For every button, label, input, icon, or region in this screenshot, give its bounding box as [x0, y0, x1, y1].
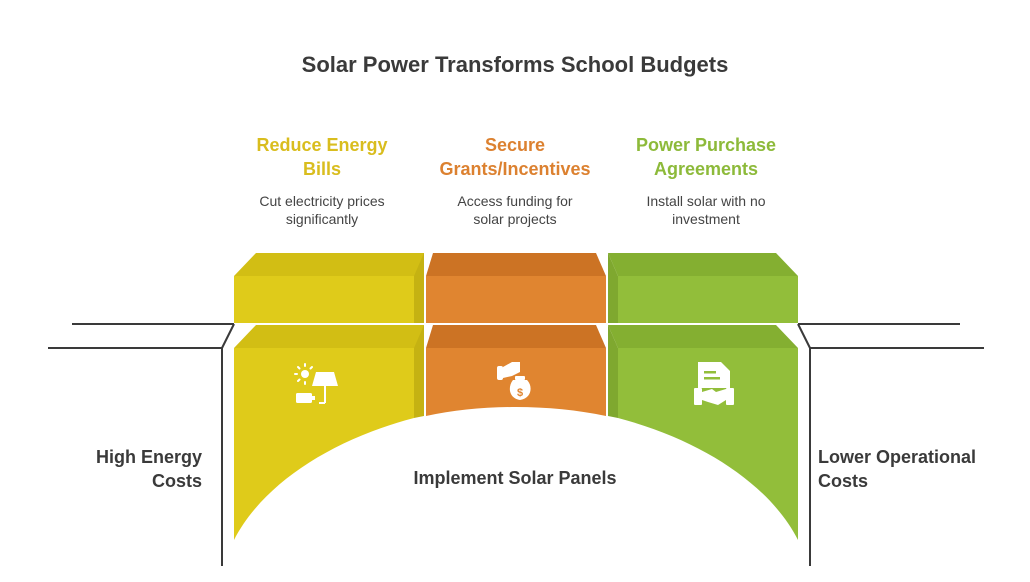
desc-line-2: solar projects	[473, 211, 557, 227]
left-ground-lines	[48, 323, 235, 566]
label-line-2: Costs	[818, 471, 869, 491]
top-block-yellow	[234, 253, 424, 323]
top-block-orange	[426, 253, 606, 323]
top-block-green	[608, 253, 798, 323]
power-purchase-description: Install solar with no investment	[606, 192, 806, 228]
label-line-2: Costs	[151, 471, 202, 491]
dollar-sign: $	[517, 387, 523, 399]
desc-line-2: significantly	[285, 211, 359, 227]
lower-operational-costs-label: Lower Operational Costs	[818, 445, 976, 493]
desc-line-1: Install solar with no	[646, 193, 766, 209]
secure-grants-description: Access funding for solar projects	[415, 192, 615, 228]
heading-line-1: Secure	[484, 135, 546, 155]
solar-panel-battery-icon	[294, 363, 338, 404]
desc-line-1: Cut electricity prices	[259, 193, 385, 209]
secure-grants-heading: Secure Grants/Incentives	[415, 133, 615, 181]
reduce-energy-bills-description: Cut electricity prices significantly	[222, 192, 422, 228]
desc-line-1: Access funding for	[457, 193, 573, 209]
heading-line-1: Reduce Energy	[256, 135, 388, 155]
heading-line-2: Bills	[302, 159, 341, 179]
right-ground-lines	[797, 323, 984, 566]
label-line-1: High Energy	[95, 447, 202, 467]
label-line-1: Lower Operational	[818, 447, 977, 467]
arch-block-yellow	[234, 325, 424, 540]
reduce-energy-bills-heading: Reduce Energy Bills	[222, 133, 422, 181]
heading-line-2: Agreements	[653, 159, 759, 179]
arch-block-green	[608, 325, 798, 540]
money-bag-hand-icon: $	[497, 362, 531, 400]
heading-line-2: Grants/Incentives	[439, 159, 591, 179]
implement-solar-panels-label: Implement Solar Panels	[413, 468, 617, 488]
contract-handshake-icon	[694, 362, 734, 405]
high-energy-costs-label: High Energy Costs	[96, 445, 202, 493]
desc-line-2: investment	[672, 211, 740, 227]
power-purchase-heading: Power Purchase Agreements	[606, 133, 806, 181]
diagram-title: Solar Power Transforms School Budgets	[301, 52, 729, 77]
heading-line-1: Power Purchase	[635, 135, 777, 155]
